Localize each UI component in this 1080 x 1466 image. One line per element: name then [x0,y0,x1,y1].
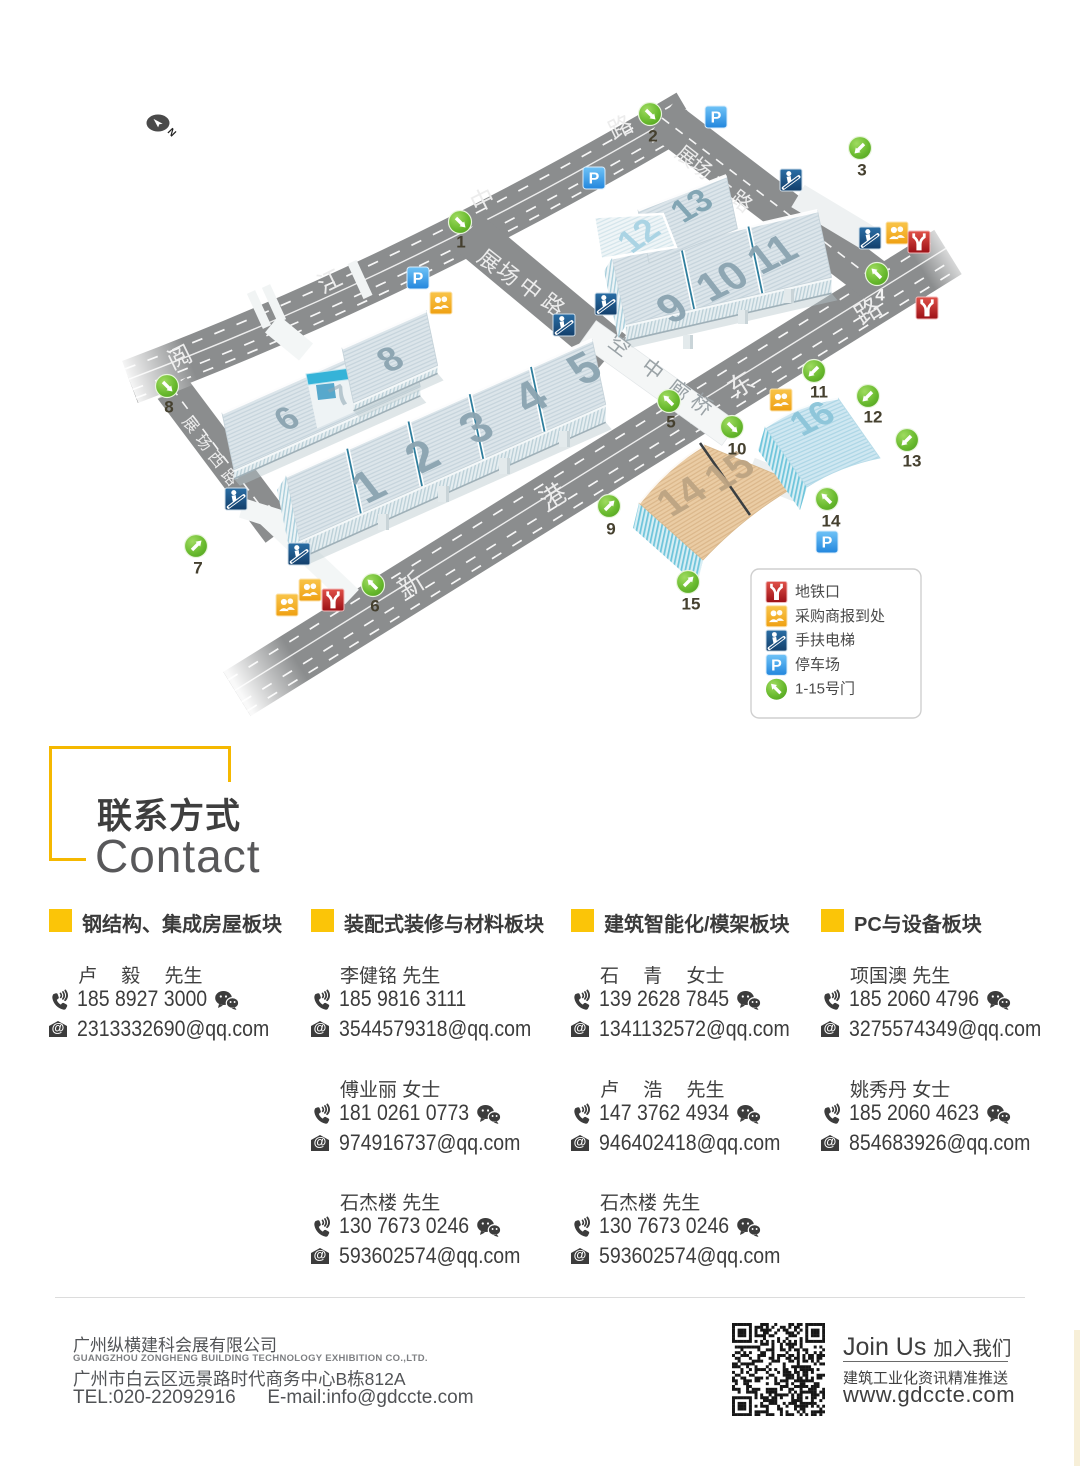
svg-text:@: @ [52,1020,65,1035]
svg-text:6: 6 [370,597,379,616]
svg-text:3: 3 [857,161,866,180]
svg-text:P: P [822,535,833,552]
svg-text:5: 5 [666,413,675,432]
svg-text:9: 9 [606,520,615,539]
svg-text:@: @ [314,1134,327,1149]
svg-text:2: 2 [648,127,657,146]
svg-text:采购商报到处: 采购商报到处 [795,608,885,625]
svg-text:8: 8 [164,398,173,417]
svg-text:4: 4 [875,286,885,305]
svg-text:地铁口: 地铁口 [795,584,840,601]
svg-text:15: 15 [682,595,701,614]
svg-text:12: 12 [864,408,883,427]
svg-text:P: P [589,171,600,188]
svg-text:7: 7 [193,559,202,578]
svg-text:@: @ [824,1020,837,1035]
svg-text:11: 11 [810,383,828,402]
svg-text:P: P [711,110,722,127]
svg-text:10: 10 [728,440,747,459]
svg-text:@: @ [824,1134,837,1149]
svg-text:1-15号门: 1-15号门 [795,681,855,698]
svg-text:@: @ [314,1247,327,1262]
svg-text:P: P [771,657,782,674]
svg-text:P: P [413,271,424,288]
svg-text:手扶电梯: 手扶电梯 [795,632,855,649]
svg-text:@: @ [574,1020,587,1035]
svg-text:@: @ [574,1134,587,1149]
svg-text:停车场: 停车场 [795,656,840,673]
svg-text:@: @ [314,1020,327,1035]
svg-text:1: 1 [456,233,465,252]
svg-text:14: 14 [822,512,841,531]
svg-text:13: 13 [903,452,922,471]
svg-text:@: @ [574,1247,587,1262]
